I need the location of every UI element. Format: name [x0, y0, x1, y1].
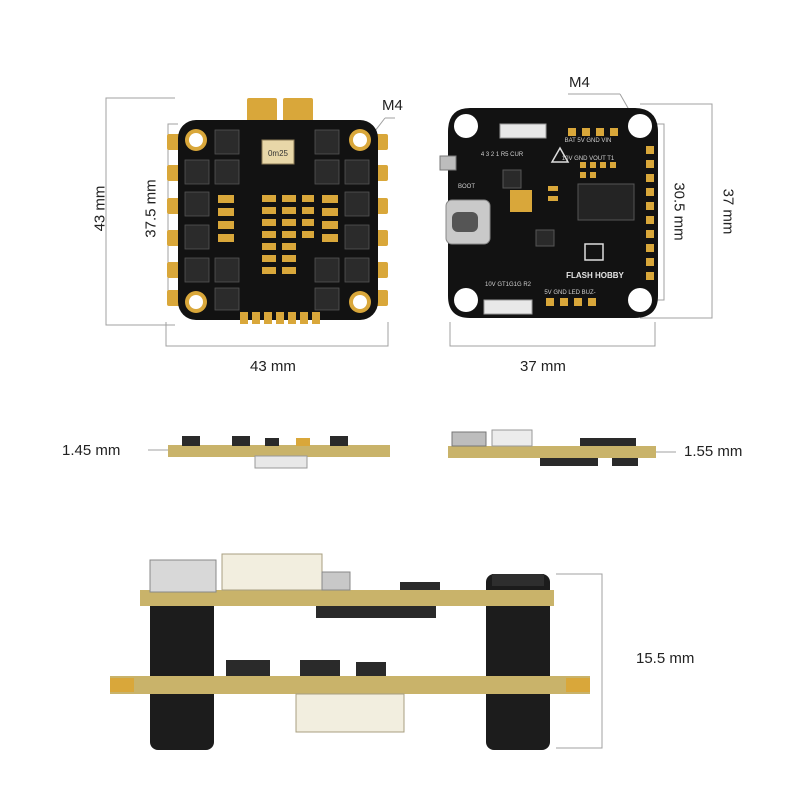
fc-side-pcb: [448, 446, 656, 458]
esc-battery-pad-negative: [283, 98, 313, 122]
fc-brand-logo: [584, 243, 604, 261]
esc-signal-pads: [240, 312, 320, 324]
esc-capacitors: [218, 195, 338, 274]
fc-passives: [548, 162, 616, 201]
fc-width-label: 37 mm: [520, 358, 566, 375]
stack-profile: [110, 553, 603, 750]
esc-mount-label: 37.5 mm: [142, 179, 160, 238]
stack-top-button: [321, 571, 351, 591]
fc-board: FLASH HOBBY BOOT BAT 5V GND VIN 10V GND …: [439, 93, 713, 347]
standoff-left: [150, 574, 214, 750]
fc-chip-small: [535, 229, 555, 247]
esc-side-part-5: [330, 436, 348, 446]
fc-side-profile: [448, 429, 676, 466]
fc-pcb: [448, 108, 658, 318]
fc-mount-holes: [454, 114, 652, 312]
fc-height-label: 37 mm: [719, 188, 737, 235]
esc-shunt: [261, 139, 295, 165]
esc-side-part-2: [232, 436, 250, 446]
fc-bottom-pin-labels-2: 10V GT1G1G R2: [485, 282, 532, 288]
esc-height-label: 43 mm: [91, 185, 109, 232]
stack-top-chip: [400, 582, 440, 590]
esc-screw-label: M4: [382, 97, 403, 114]
fc-side-pads: [546, 128, 654, 306]
fc-side-bottom-part-2: [612, 458, 638, 466]
stack-usb: [149, 559, 217, 593]
esc-side-profile: [148, 436, 390, 469]
fc-thickness-label: 1.55 mm: [684, 443, 743, 460]
stack-height-label: 15.5 mm: [636, 650, 695, 667]
fc-side-connector: [491, 429, 533, 447]
fc-mcu: [577, 183, 635, 221]
fc-bottom-connector: [483, 299, 533, 315]
fc-top-pin-labels-2: 10V GND VOUT T1: [562, 156, 615, 162]
fc-side-bottom-part: [540, 458, 598, 466]
fc-gyro: [510, 190, 532, 212]
esc-width-label: 43 mm: [250, 358, 296, 375]
fc-boot-button: [439, 155, 457, 171]
esc-battery-pad-positive: [247, 98, 277, 122]
standoff-right: [486, 574, 550, 750]
fc-rx-pin-labels: 4 3 2 1 R5 CUR: [481, 152, 524, 158]
esc-mosfets: [184, 129, 370, 311]
esc-mount-holes: [185, 129, 371, 313]
esc-motor-pads-left: [167, 134, 181, 306]
stack-top-connector: [221, 553, 323, 591]
esc-side-part-3: [265, 438, 279, 446]
stack-bottom-connector: [295, 693, 405, 733]
standoff-right-cap: [492, 574, 544, 586]
esc-side-connector: [254, 455, 308, 469]
fc-usb-c-opening: [452, 212, 478, 232]
fc-mount-label: 30.5 mm: [670, 182, 688, 241]
esc-thickness-label: 1.45 mm: [62, 442, 121, 459]
esc-board: 0m25: [105, 97, 395, 347]
fc-screw-label: M4: [569, 74, 590, 91]
stack-height-line: [556, 573, 603, 749]
fc-side-mcu: [580, 438, 636, 446]
esc-side-part-4: [296, 438, 310, 446]
stack-bottom-part-3: [356, 662, 386, 676]
stack-bottom-pcb: [110, 676, 590, 694]
fc-bottom-pin-labels: 5V GND LED BUZ-: [544, 290, 595, 296]
fc-brand-text: FLASH HOBBY: [566, 271, 624, 280]
fc-boot-label: BOOT: [458, 184, 475, 190]
esc-side-part-1: [182, 436, 200, 446]
fc-regulator: [502, 169, 522, 189]
stack-bottom-part-2: [300, 660, 340, 676]
fc-top-pin-labels: BAT 5V GND VIN: [565, 138, 612, 144]
stack-top-underside-chip: [316, 606, 436, 618]
fc-arrow-logo: [550, 146, 570, 163]
stack-top-pcb: [140, 590, 554, 606]
stack-bottom-tab-left: [110, 678, 134, 692]
stack-bottom-part-1: [226, 660, 270, 676]
esc-shunt-label: 0m25: [268, 149, 289, 158]
fc-side-usb: [451, 431, 487, 447]
esc-side-pcb: [168, 445, 390, 457]
stack-bottom-tab-right: [566, 678, 590, 692]
fc-rx-connector: [499, 123, 547, 139]
